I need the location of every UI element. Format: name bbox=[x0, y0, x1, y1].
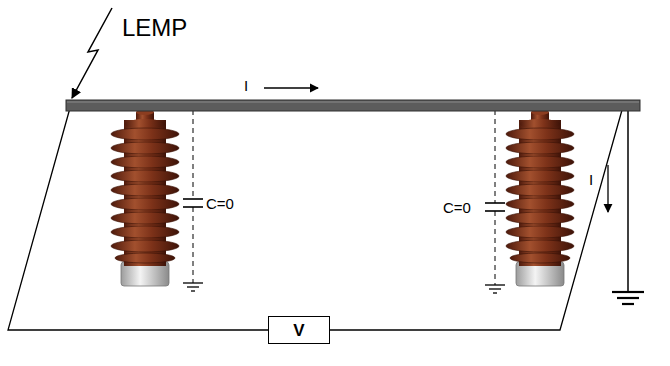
capacitance-label: C=0 bbox=[206, 196, 234, 211]
meter-box: V bbox=[268, 316, 330, 344]
capacitance-label: C=0 bbox=[443, 200, 471, 215]
bar-highlight bbox=[67, 102, 639, 103]
ground-lead bbox=[627, 108, 629, 292]
current-arrow bbox=[264, 87, 318, 88]
insulator bbox=[506, 109, 574, 286]
insulator bbox=[111, 109, 179, 286]
measurement-loop bbox=[8, 108, 622, 330]
current-label: I bbox=[244, 78, 248, 93]
capacitor-symbol bbox=[183, 110, 203, 291]
capacitor-symbol bbox=[485, 110, 505, 293]
conductor-bar bbox=[66, 100, 640, 111]
lightning-bolt bbox=[72, 8, 112, 98]
current-label: I bbox=[589, 172, 593, 187]
lightning-label: LEMP bbox=[122, 16, 187, 40]
ground-symbol bbox=[612, 292, 644, 304]
current-arrow bbox=[607, 165, 608, 212]
meter-label: V bbox=[293, 322, 304, 339]
